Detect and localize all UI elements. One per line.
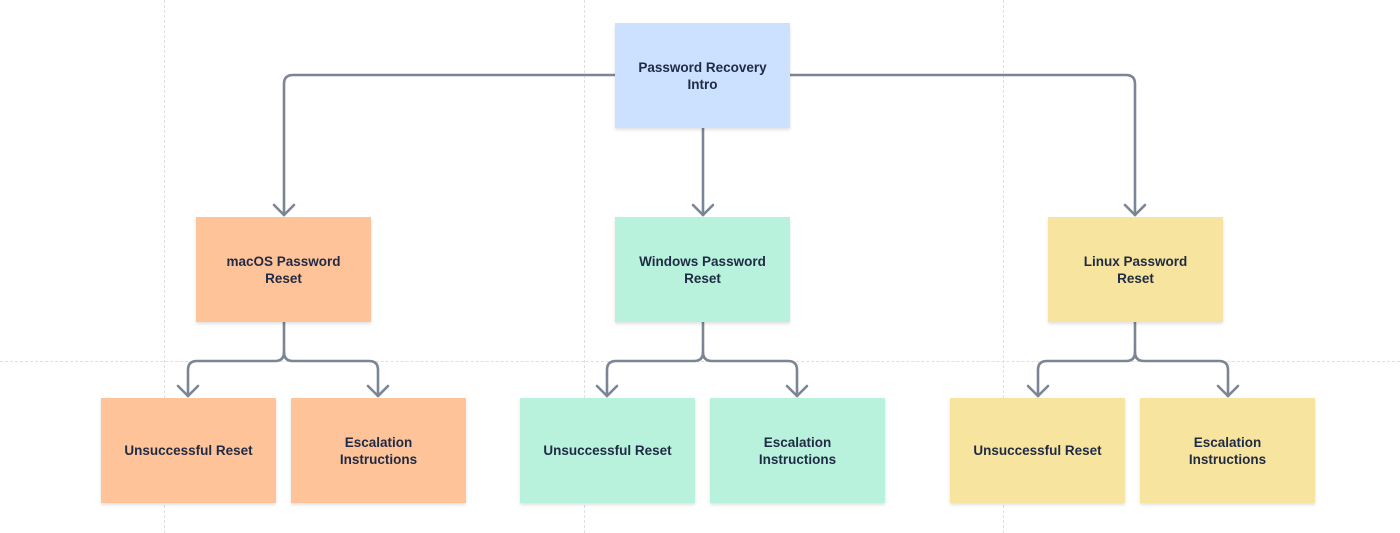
branch-node-macos[interactable]: macOS Password Reset: [196, 217, 371, 322]
arrowhead-windows: [691, 203, 715, 217]
arrowhead-macos: [272, 203, 296, 217]
leaf-node-windows-unsuccessful-reset[interactable]: Unsuccessful Reset: [520, 398, 695, 503]
grid-line-vertical: [584, 0, 585, 533]
branch-node-label: macOS Password Reset: [226, 253, 341, 286]
branch-node-linux[interactable]: Linux Password Reset: [1048, 217, 1223, 322]
connector-root-to-linux: [788, 73, 1137, 217]
grid-line-horizontal: [0, 361, 1400, 362]
grid-line-vertical: [164, 0, 165, 533]
leaf-node-windows-escalation-instructions[interactable]: Escalation Instructions: [710, 398, 885, 503]
connector-linux-to-escalation-instructions: [1133, 350, 1230, 398]
grid-line-vertical: [1003, 0, 1004, 533]
connector-root-to-macos: [282, 73, 617, 217]
connector-linux-to-unsuccessful-reset: [1036, 320, 1137, 398]
branch-node-label: Linux Password Reset: [1083, 253, 1188, 286]
leaf-node-label: Escalation Instructions: [1188, 434, 1267, 467]
leaf-node-label: Unsuccessful Reset: [973, 443, 1102, 458]
leaf-node-label: Escalation Instructions: [758, 434, 837, 467]
arrowhead-windows-escalation-instructions: [785, 384, 809, 398]
leaf-node-label: Unsuccessful Reset: [543, 443, 672, 458]
root-node[interactable]: Password Recovery Intro: [615, 23, 790, 128]
branch-node-label: Windows Password Reset: [639, 253, 766, 286]
branch-node-windows[interactable]: Windows Password Reset: [615, 217, 790, 322]
leaf-node-linux-escalation-instructions[interactable]: Escalation Instructions: [1140, 398, 1315, 503]
arrowhead-linux-unsuccessful-reset: [1026, 384, 1050, 398]
leaf-node-label: Escalation Instructions: [339, 434, 418, 467]
connector-macos-to-escalation-instructions: [282, 350, 380, 398]
leaf-node-label: Unsuccessful Reset: [124, 443, 253, 458]
arrowhead-macos-escalation-instructions: [366, 384, 390, 398]
connector-windows-to-escalation-instructions: [701, 350, 799, 398]
arrowhead-linux-escalation-instructions: [1216, 384, 1240, 398]
arrowhead-windows-unsuccessful-reset: [595, 384, 619, 398]
connector-macos-to-unsuccessful-reset: [186, 320, 286, 398]
leaf-node-macos-escalation-instructions[interactable]: Escalation Instructions: [291, 398, 466, 503]
connector-windows-to-unsuccessful-reset: [605, 320, 705, 398]
leaf-node-macos-unsuccessful-reset[interactable]: Unsuccessful Reset: [101, 398, 276, 503]
root-node-label: Password Recovery Intro: [638, 59, 767, 92]
arrowhead-linux: [1123, 203, 1147, 217]
leaf-node-linux-unsuccessful-reset[interactable]: Unsuccessful Reset: [950, 398, 1125, 503]
arrowhead-macos-unsuccessful-reset: [176, 384, 200, 398]
